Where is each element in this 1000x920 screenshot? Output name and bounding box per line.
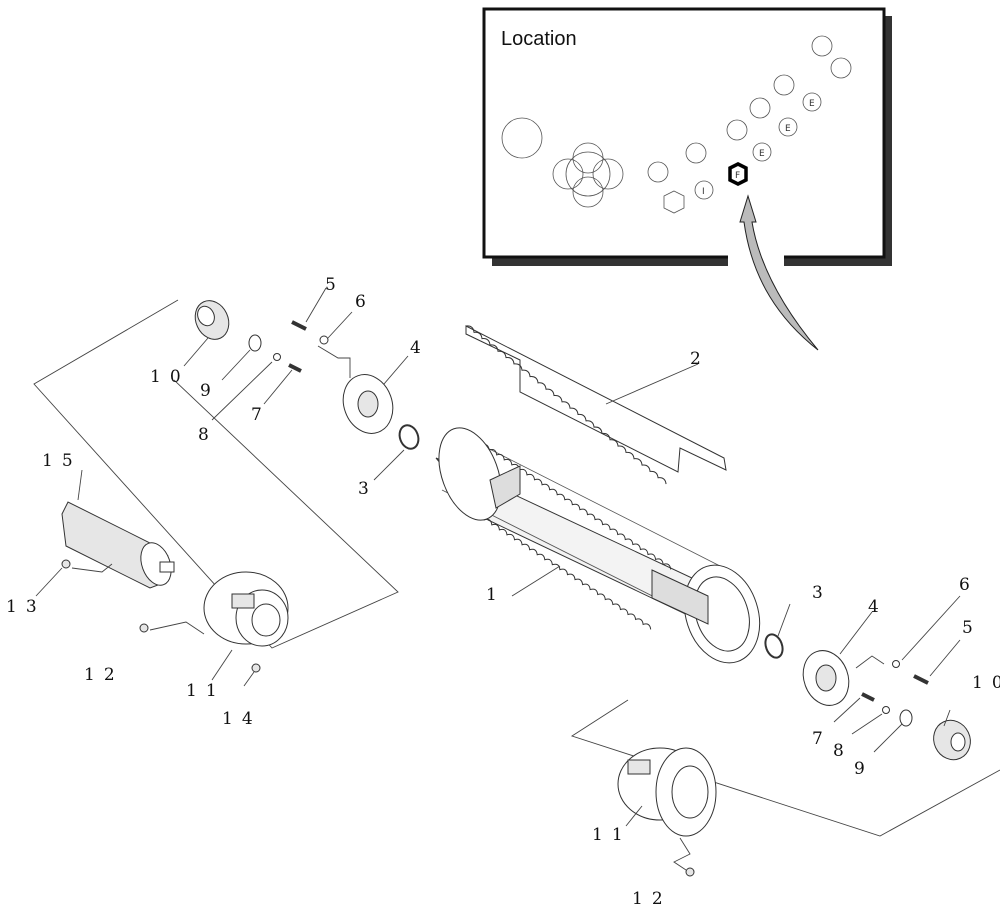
part-12-nut-left [139, 623, 149, 633]
right-hardware [764, 633, 971, 761]
layout-marker-e [802, 92, 822, 112]
layout-cluster-center [565, 151, 611, 197]
part-2-serrated-strip [465, 325, 727, 485]
callout-6-right: 6 [959, 575, 979, 595]
layout-roller [749, 97, 771, 119]
part-3-ring-left [398, 424, 420, 450]
left-hardware [194, 300, 420, 450]
assembly-frame-lines [33, 299, 1000, 837]
callout-9-right: 9 [854, 759, 874, 779]
layout-drum-large [501, 117, 543, 159]
part-5-bolt-left [291, 320, 307, 331]
layout-roller [773, 74, 795, 96]
callout-numbers: 1 2 3 3 4 4 5 5 6 6 7 7 8 8 9 9 10 10 11… [6, 275, 1000, 909]
callout-3-left: 3 [358, 479, 378, 499]
highlight-marker-ring [728, 162, 748, 186]
callout-5-right: 5 [962, 618, 982, 638]
part-8-nut-left [273, 353, 281, 361]
part-1-drum [435, 427, 761, 664]
callout-15: 15 [42, 451, 82, 471]
right-assembly-outline [570, 699, 1000, 837]
callout-12-left: 12 [84, 665, 124, 685]
left-assembly-outline [33, 299, 399, 649]
part-5-bolt-right [913, 674, 929, 685]
layout-marker-e [752, 142, 772, 162]
marker-f: F [735, 171, 740, 181]
layout-roller [811, 35, 833, 57]
part-13-screw [61, 559, 71, 569]
layout-hex [663, 190, 685, 214]
callout-10-right: 10 [972, 673, 1000, 693]
marker-e-2: E [785, 124, 791, 134]
part-14-nut [251, 663, 261, 673]
drum-end-left [438, 427, 502, 521]
marker-e-3: E [759, 149, 765, 159]
callout-7-right: 7 [812, 729, 832, 749]
callout-8-right: 8 [833, 741, 853, 761]
callout-3-right: 3 [812, 583, 832, 603]
part-6-washer-right [892, 660, 900, 668]
callout-14: 14 [222, 709, 262, 729]
part-9-washer-left [248, 334, 262, 352]
callout-10-left: 10 [150, 367, 190, 387]
layout-marker-e [778, 117, 798, 137]
layout-cluster-top [572, 142, 604, 174]
marker-e-1: E [809, 99, 815, 109]
callout-4-left: 4 [410, 338, 430, 358]
layout-roller [647, 161, 669, 183]
left-drive [61, 501, 289, 673]
part-7-screw-left [288, 363, 302, 373]
callout-2: 2 [690, 349, 710, 369]
callout-11-left: 11 [186, 681, 226, 701]
part-12-nut-right [685, 867, 695, 877]
callout-8-left: 8 [198, 425, 218, 445]
callout-9-left: 9 [200, 381, 220, 401]
part-9-washer-right [899, 709, 913, 727]
marker-i: I [702, 187, 705, 197]
layout-marker-i [694, 180, 714, 200]
part-8-nut-right [882, 706, 890, 714]
part-3-ring-right [764, 633, 784, 659]
location-machine-layout [501, 35, 852, 214]
callout-7-left: 7 [251, 405, 271, 425]
layout-cluster-left [552, 158, 584, 190]
callout-4-right: 4 [868, 597, 888, 617]
layout-cluster-bottom [572, 176, 604, 208]
callout-11-right: 11 [592, 825, 632, 845]
callout-1: 1 [486, 585, 506, 605]
leader-lines [35, 287, 961, 827]
layout-cluster-right [592, 158, 624, 190]
callout-12-right: 12 [632, 889, 672, 909]
location-title: Location [501, 28, 577, 50]
callout-5-left: 5 [325, 275, 345, 295]
location-inset: Location E E E I F [482, 7, 892, 351]
inset-frame [482, 7, 886, 259]
layout-roller [685, 142, 707, 164]
layout-roller [830, 57, 852, 79]
callout-13: 13 [6, 597, 46, 617]
callout-6-left: 6 [355, 292, 375, 312]
right-drive [617, 747, 717, 877]
part-7-screw-right [861, 692, 875, 702]
part-6-washer-left [319, 335, 329, 345]
location-arrow [739, 194, 819, 351]
layout-roller [726, 119, 748, 141]
